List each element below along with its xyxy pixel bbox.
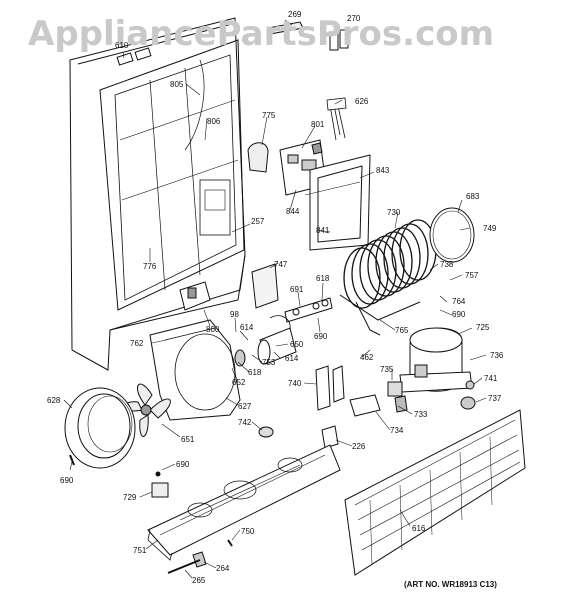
condenser-coil: [339, 219, 437, 336]
watermark-text: AppliancePartsPros.com: [28, 14, 495, 54]
part-label-690-lower[interactable]: 690: [176, 460, 190, 469]
part-label-683[interactable]: 683: [466, 192, 480, 201]
part-label-610[interactable]: 610: [115, 41, 129, 50]
part-label-753[interactable]: 753: [262, 358, 276, 367]
part-label-614-lower[interactable]: 614: [285, 354, 299, 363]
fan-motor: [223, 315, 297, 370]
gasket-panel: [304, 154, 371, 251]
part-label-749[interactable]: 749: [483, 224, 497, 233]
part-label-741[interactable]: 741: [484, 374, 498, 383]
part-label-738[interactable]: 738: [440, 260, 454, 269]
part-label-690-right[interactable]: 690: [452, 310, 466, 319]
part-label-618-upper[interactable]: 618: [316, 274, 330, 283]
part-label-801[interactable]: 801: [311, 120, 325, 129]
part-label-757[interactable]: 757: [465, 271, 479, 280]
fan-ring: [64, 387, 136, 469]
part-label-690-middle[interactable]: 690: [314, 332, 328, 341]
part-label-651[interactable]: 651: [181, 435, 195, 444]
leader-lines: [63, 19, 487, 579]
small-parts-middle: [69, 365, 345, 466]
small-parts-lower: [151, 471, 169, 498]
part-label-806[interactable]: 806: [207, 117, 221, 126]
part-label-626[interactable]: 626: [355, 97, 369, 106]
part-label-265[interactable]: 265: [192, 576, 206, 585]
part-label-616[interactable]: 616: [412, 524, 426, 533]
part-label-264[interactable]: 264: [216, 564, 230, 573]
part-label-618-lower[interactable]: 618: [248, 368, 262, 377]
part-label-764[interactable]: 764: [452, 297, 466, 306]
part-label-729[interactable]: 729: [123, 493, 137, 502]
bracket-691: [284, 297, 333, 323]
part-label-226[interactable]: 226: [352, 442, 366, 451]
part-label-740[interactable]: 740: [288, 379, 302, 388]
part-label-462[interactable]: 462: [360, 353, 374, 362]
part-label-737[interactable]: 737: [488, 394, 502, 403]
part-label-733[interactable]: 733: [414, 410, 428, 419]
part-label-843[interactable]: 843: [376, 166, 390, 175]
small-parts-bottom: [167, 539, 233, 574]
grommets: [460, 380, 476, 410]
part-label-628[interactable]: 628: [47, 396, 61, 405]
bracket-226: [321, 425, 339, 449]
part-label-736[interactable]: 736: [490, 351, 504, 360]
bracket-800: [179, 281, 211, 311]
part-label-614-upper[interactable]: 614: [240, 323, 254, 332]
part-label-776[interactable]: 776: [143, 262, 157, 271]
part-label-691[interactable]: 691: [290, 285, 304, 294]
part-label-742[interactable]: 742: [238, 418, 252, 427]
wire-harness: [326, 97, 347, 141]
part-label-257[interactable]: 257: [251, 217, 265, 226]
part-label-844[interactable]: 844: [286, 207, 300, 216]
part-label-751[interactable]: 751: [133, 546, 147, 555]
part-label-730[interactable]: 730: [387, 208, 401, 217]
part-label-269[interactable]: 269: [288, 10, 302, 19]
cabinet-back: [69, 17, 246, 371]
part-label-841[interactable]: 841: [316, 226, 330, 235]
part-label-800[interactable]: 800: [206, 325, 220, 334]
cover-disc: [429, 207, 475, 263]
foam-pad: [251, 263, 279, 309]
base-tray: [147, 444, 341, 561]
part-label-805[interactable]: 805: [170, 80, 184, 89]
part-label-690-left[interactable]: 690: [60, 476, 74, 485]
part-label-747[interactable]: 747: [274, 260, 288, 269]
part-label-627[interactable]: 627: [238, 402, 252, 411]
part-label-775[interactable]: 775: [262, 111, 276, 120]
part-label-98[interactable]: 98: [230, 310, 239, 319]
art-number: (ART NO. WR18913 C13): [404, 580, 497, 589]
compressor: [399, 327, 473, 393]
part-label-750[interactable]: 750: [241, 527, 255, 536]
part-label-725[interactable]: 725: [476, 323, 490, 332]
top-small-parts: [116, 21, 349, 66]
fan-shroud: [149, 319, 241, 421]
part-label-735[interactable]: 735: [380, 365, 394, 374]
part-label-765[interactable]: 765: [395, 326, 409, 335]
part-label-650[interactable]: 650: [290, 340, 304, 349]
base-grille: [344, 409, 526, 576]
part-label-734[interactable]: 734: [390, 426, 404, 435]
part-label-270[interactable]: 270: [347, 14, 361, 23]
part-label-762[interactable]: 762: [130, 339, 144, 348]
relay-overload: [349, 381, 408, 417]
part-label-652[interactable]: 652: [232, 378, 246, 387]
